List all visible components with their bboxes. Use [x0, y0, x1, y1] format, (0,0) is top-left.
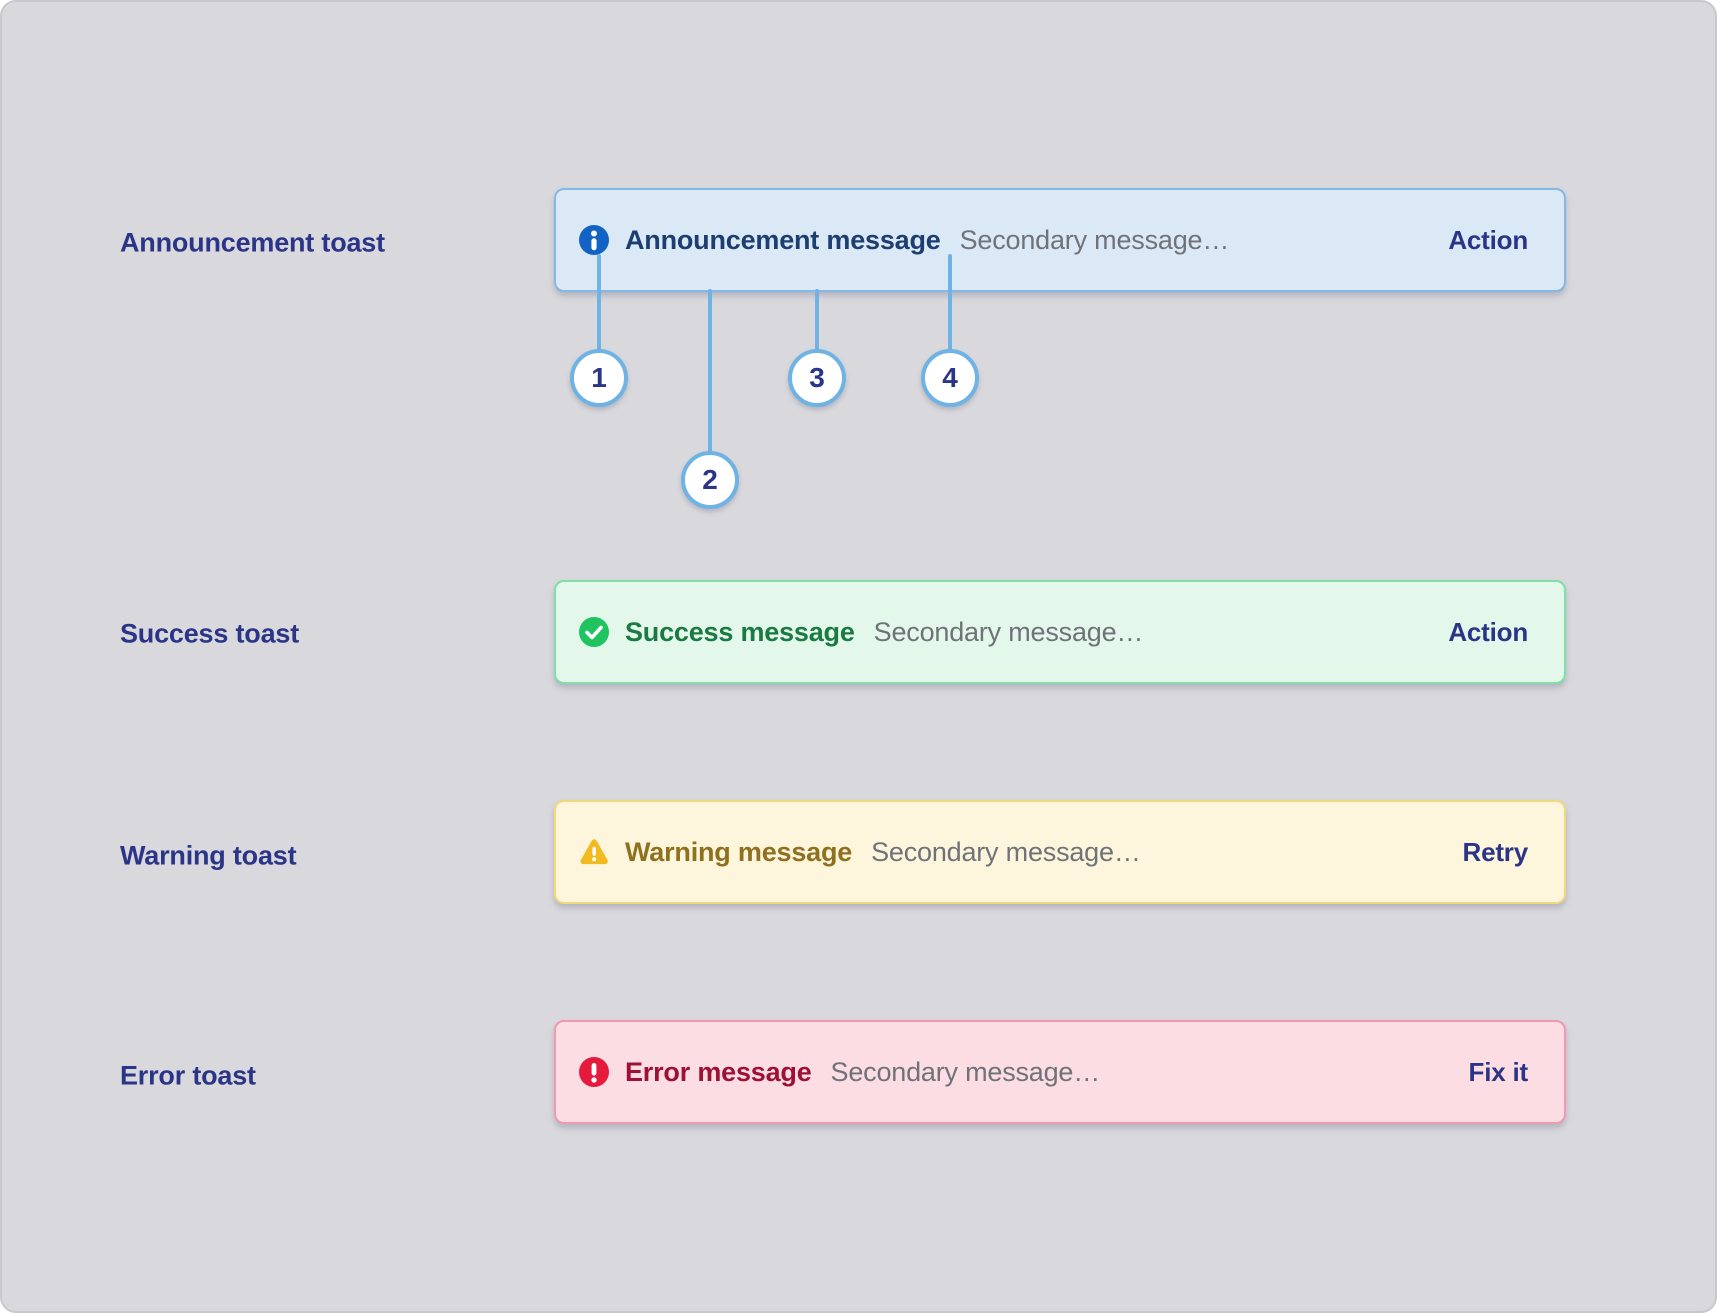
callout-marker-1: 1	[570, 349, 628, 407]
announcement-toast: Announcement message Secondary message… …	[554, 188, 1566, 292]
callout-marker-2: 2	[681, 451, 739, 509]
warning-toast-label: Warning toast	[120, 840, 297, 871]
callout-number: 4	[942, 362, 958, 393]
toast-title: Announcement message	[625, 224, 941, 255]
callout-marker-3: 3	[788, 349, 846, 407]
error-icon	[578, 1056, 610, 1088]
toast-action-button[interactable]: Retry	[1462, 836, 1529, 867]
toast-secondary-text: Secondary message…	[830, 1056, 1101, 1087]
callout-line-4	[948, 254, 952, 352]
success-toast-label: Success toast	[120, 618, 299, 649]
callout-number: 3	[809, 362, 825, 393]
callout-number: 1	[591, 362, 607, 393]
success-toast: Success message Secondary message… Actio…	[554, 580, 1566, 684]
callout-line-2	[708, 289, 712, 454]
toast-action-button[interactable]: Action	[1448, 224, 1528, 255]
toast-title: Error message	[625, 1056, 812, 1087]
warning-icon	[578, 836, 610, 868]
callout-marker-4: 4	[921, 349, 979, 407]
callout-line-1	[597, 254, 601, 352]
callout-line-3	[815, 289, 819, 352]
info-icon	[578, 224, 610, 256]
toast-action-button[interactable]: Action	[1448, 616, 1528, 647]
error-toast: Error message Secondary message… Fix it	[554, 1020, 1566, 1124]
toast-title: Warning message	[625, 836, 853, 867]
toast-title: Success message	[625, 616, 855, 647]
toast-secondary-text: Secondary message…	[871, 836, 1141, 867]
warning-toast: Warning message Secondary message… Retry	[554, 800, 1566, 904]
announcement-toast-label: Announcement toast	[120, 227, 385, 258]
toast-action-button[interactable]: Fix it	[1468, 1056, 1529, 1087]
check-icon	[578, 616, 610, 648]
error-toast-label: Error toast	[120, 1060, 256, 1091]
callout-number: 2	[702, 464, 718, 495]
toast-secondary-text: Secondary message…	[873, 616, 1144, 647]
toast-secondary-text: Secondary message…	[959, 224, 1230, 255]
